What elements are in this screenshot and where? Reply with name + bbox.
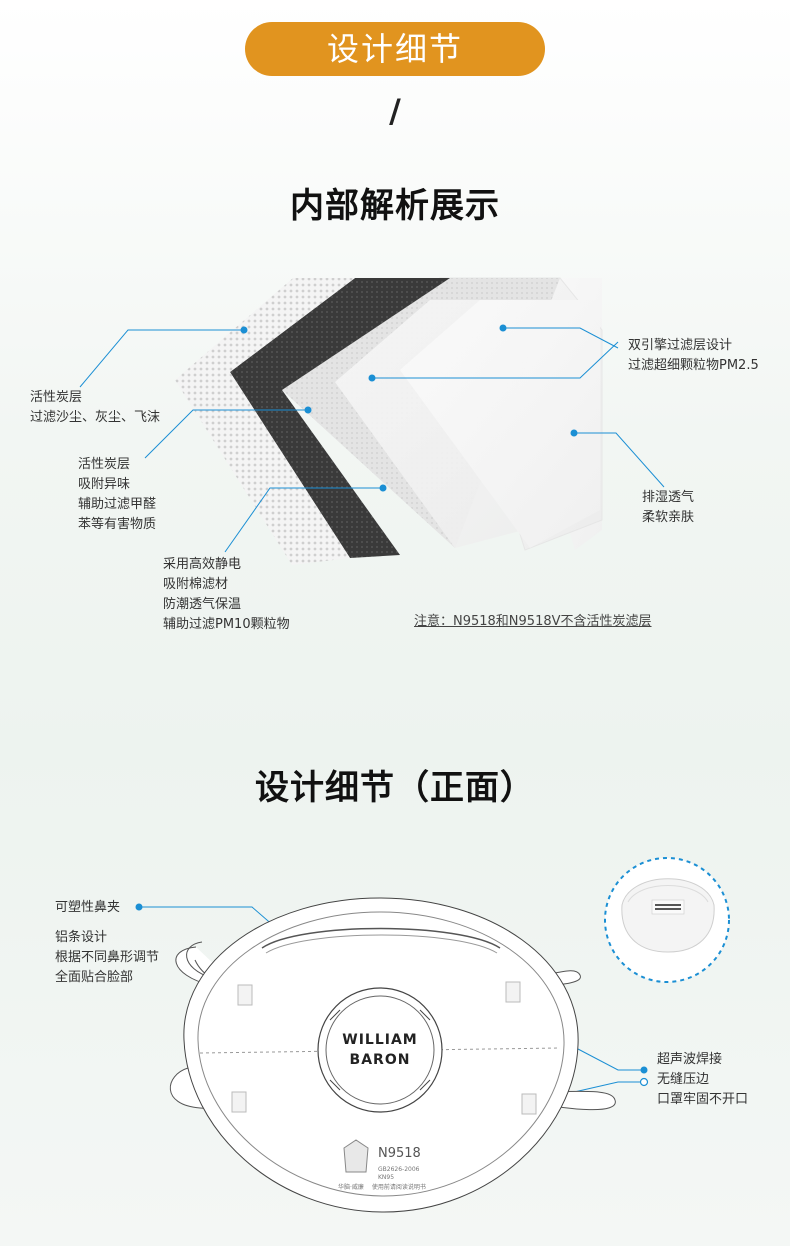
label-line: 吸附棉滤材 [163,577,229,592]
label-line: 柔软亲肤 [642,510,695,525]
label-layer2: 活性炭层 吸附异味 辅助过滤甲醛 苯等有害物质 [78,455,156,535]
label-line: 无缝压边 [657,1072,710,1087]
label-welding: 超声波焊接 无缝压边 口罩牢固不开口 [657,1050,748,1110]
standard-text: GB2626-2006 [378,1166,420,1173]
mask-maker: 华脑·威廉 使用前请阅读说明书 [338,1182,426,1191]
mask-inset-thumbnail [604,857,730,983]
note-text: 注意：N9518和N9518V不含活性炭滤层 [414,614,652,629]
label-aluminum: 铝条设计 根据不同鼻形调节 全面贴合脸部 [55,928,159,988]
label-line: 铝条设计 [55,930,108,945]
label-line: 全面贴合脸部 [55,970,134,985]
label-line: 吸附异味 [78,477,131,492]
maker-text: 华脑·威廉 [338,1184,364,1191]
section-header-pill: 设计细节 [245,22,545,76]
label-layer4: 双引擎过滤层设计 过滤超细颗粒物PM2.5 [628,336,759,376]
label-line: 过滤沙尘、灰尘、飞沫 [30,410,161,425]
filter-layer-1 [175,278,355,565]
label-line: 口罩牢固不开口 [657,1092,749,1107]
label-line: 活性炭层 [78,457,131,472]
grade-text: KN95 [378,1174,395,1181]
brand-line: BARON [349,1052,411,1068]
label-line: 超声波焊接 [657,1052,723,1067]
label-layer1: 活性炭层 过滤沙尘、灰尘、飞沫 [30,388,160,428]
filter-layer-2 [230,278,450,558]
label-line: 过滤超细颗粒物PM2.5 [628,358,759,373]
mask-brand: WILLIAM BARON [330,1030,430,1070]
label-line: 排湿透气 [642,490,695,505]
usage-text: 使用前请阅读说明书 [371,1184,426,1191]
mask-model: N9518 [378,1146,421,1161]
label-layer5: 排湿透气 柔软亲肤 [642,488,694,528]
label-line: 苯等有害物质 [78,517,157,532]
label-line: 辅助过滤甲醛 [78,497,157,512]
mask-front-drawing [169,897,616,1213]
label-line: 采用高效静电 [163,557,242,572]
label-nose-clip: 可塑性鼻夹 [55,900,121,915]
brand-line: WILLIAM [342,1032,418,1048]
divider-slash: / [389,92,401,130]
label-line: 根据不同鼻形调节 [55,950,160,965]
mask-standard-info: GB2626-2006 KN95 [378,1166,419,1182]
label-line: 活性炭层 [30,390,83,405]
label-line: 辅助过滤PM10颗粒物 [163,617,290,632]
label-line: 防潮透气保温 [163,597,242,612]
section-title-front: 设计细节（正面） [255,768,535,808]
label-layer3: 采用高效静电 吸附棉滤材 防潮透气保温 辅助过滤PM10颗粒物 [163,555,290,635]
label-line: 双引擎过滤层设计 [628,338,733,353]
section-title-internal: 内部解析展示 [290,186,500,226]
